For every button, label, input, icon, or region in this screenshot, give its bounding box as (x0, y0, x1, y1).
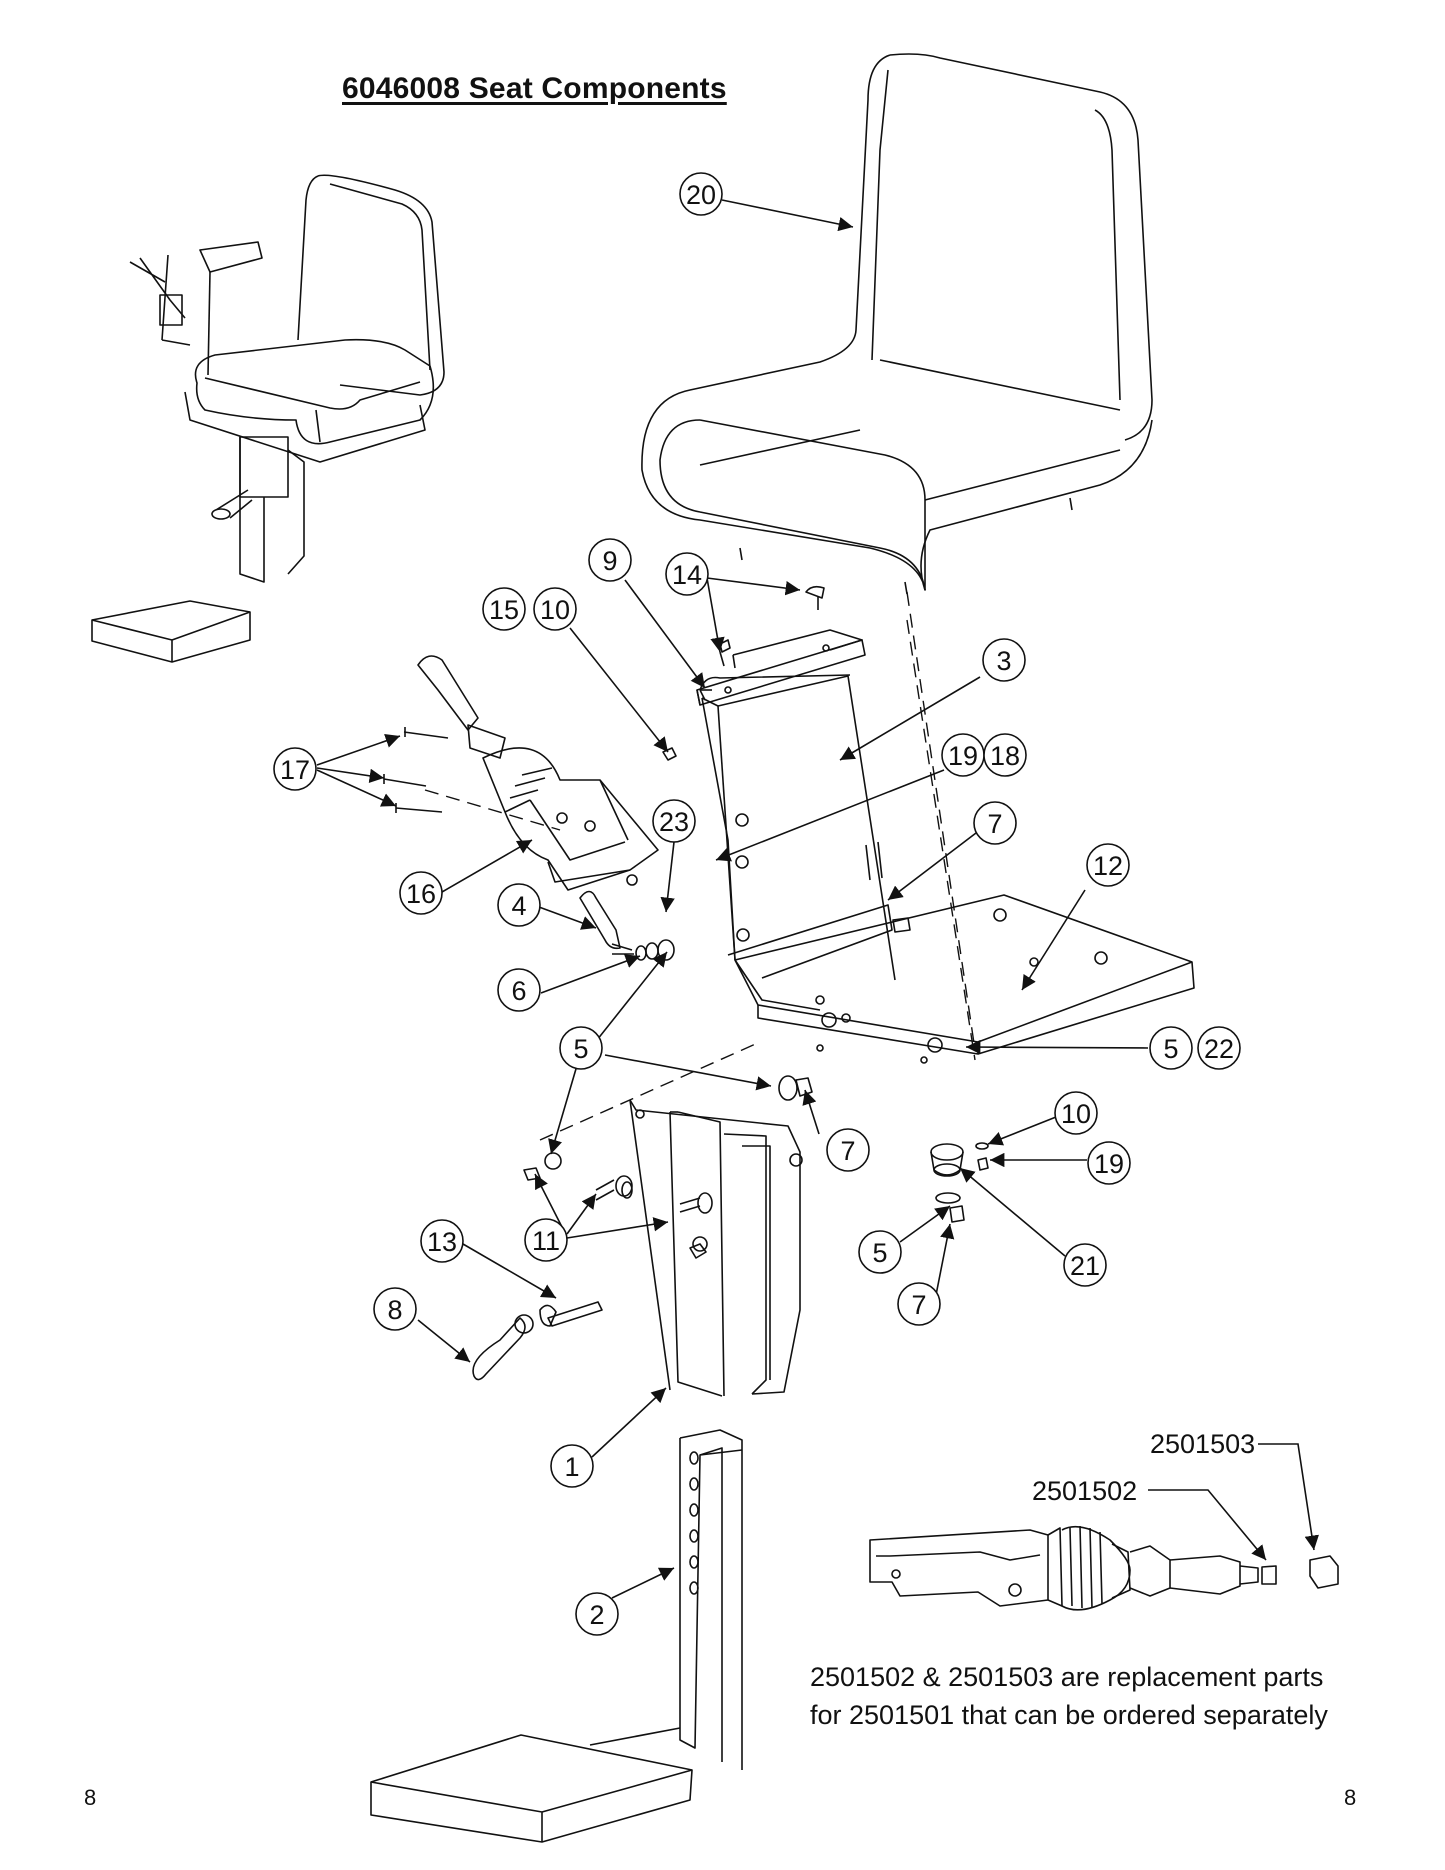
leader-lines (316, 199, 1319, 1599)
rubber-mount-part-21 (930, 1142, 989, 1223)
callout-11: 11 (532, 1226, 560, 1256)
replacement-parts-note: 2501502 & 2501503 are replacement parts … (810, 1658, 1328, 1734)
callout-23: 23 (659, 807, 689, 837)
callout-16: 16 (406, 879, 436, 909)
pedestal-lower-part-2 (370, 1429, 743, 1843)
callout-18: 18 (990, 741, 1020, 771)
page-number-right: 8 (1344, 1785, 1357, 1810)
callout-10-right: 10 (1061, 1099, 1091, 1129)
callout-5-right: 5 (1163, 1034, 1178, 1064)
pedestal-upper-part-1 (629, 1099, 803, 1397)
callout-7-lower: 7 (911, 1290, 926, 1320)
note-line-2: for 2501501 that can be ordered separate… (810, 1700, 1328, 1730)
assembled-seat-thumbnail (91, 174, 445, 663)
callout-20: 20 (686, 180, 716, 210)
callout-7-top: 7 (987, 809, 1002, 839)
callout-19-top: 19 (948, 741, 978, 771)
callout-numbers: 20 9 14 15 10 3 17 19 18 23 7 12 16 4 6 … (280, 180, 1234, 1630)
callout-1: 1 (564, 1452, 579, 1482)
part-number-2501503: 2501503 (1150, 1429, 1255, 1459)
callout-2: 2 (589, 1600, 604, 1630)
callout-9: 9 (602, 546, 617, 576)
callout-bubbles (273, 172, 1241, 1636)
part-number-2501502: 2501502 (1032, 1476, 1137, 1506)
page-number-left: 8 (84, 1785, 97, 1810)
callout-21: 21 (1070, 1251, 1100, 1281)
callout-12: 12 (1093, 851, 1123, 881)
joystick-controller-part-16 (417, 655, 659, 891)
seat-cushion-part-20 (641, 53, 1153, 595)
callout-13: 13 (427, 1227, 457, 1257)
assembly-lines (424, 591, 976, 1141)
callout-5-mid: 5 (573, 1034, 588, 1064)
callout-7-mid: 7 (840, 1136, 855, 1166)
page-title: 6046008 Seat Components (342, 72, 727, 105)
callout-19-right: 19 (1094, 1149, 1124, 1179)
bolts-part-17 (383, 727, 449, 813)
lever-part-4 (579, 890, 675, 961)
callout-4: 4 (511, 891, 526, 921)
callout-6: 6 (511, 976, 526, 1006)
replacement-joystick-inset (869, 1525, 1339, 1611)
callout-5-lower: 5 (872, 1238, 887, 1268)
callout-15: 15 (489, 595, 519, 625)
note-line-1: 2501502 & 2501503 are replacement parts (810, 1662, 1324, 1692)
callout-17: 17 (280, 755, 310, 785)
callout-8: 8 (387, 1295, 402, 1325)
callout-10-top: 10 (540, 595, 570, 625)
callout-3: 3 (996, 646, 1011, 676)
callout-14: 14 (672, 560, 702, 590)
callout-22: 22 (1204, 1034, 1234, 1064)
